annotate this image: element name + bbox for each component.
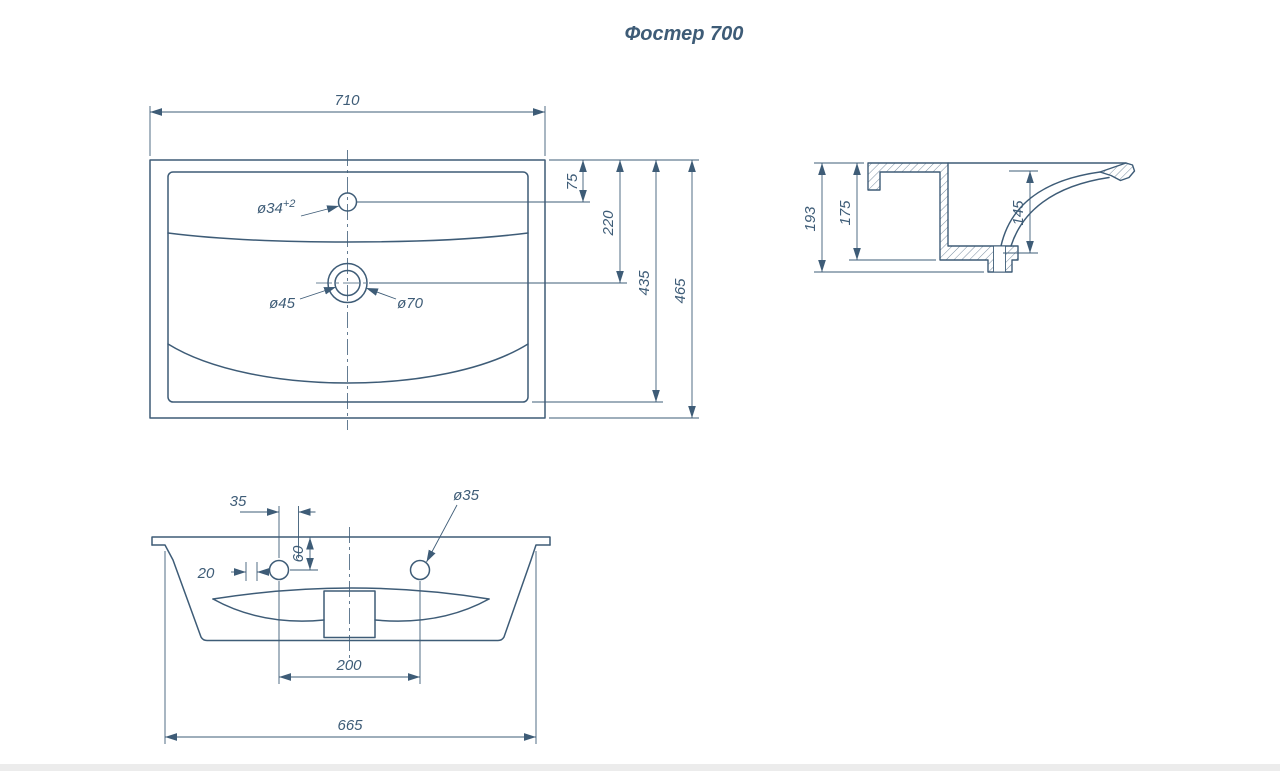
dim-60-label: 60 — [290, 545, 307, 562]
basin-wall-profile — [1010, 176, 1110, 247]
leader-line — [365, 287, 397, 300]
dim-20-label: 20 — [197, 565, 215, 582]
top-view: 710 75 220 435 465 ø34+2 — [149, 92, 699, 430]
dimension-435: 435 — [636, 160, 660, 402]
dim-75-label: 75 — [564, 173, 581, 190]
dimension-145: 145 — [1003, 170, 1038, 254]
leader-line — [426, 504, 458, 563]
dim-665-label: 665 — [337, 717, 363, 734]
drain-inner-label: ø45 — [269, 295, 296, 312]
dimension-220: 220 — [600, 160, 624, 283]
dim-220-label: 220 — [600, 210, 617, 237]
callout-drain-outer: ø70 — [365, 287, 424, 312]
faucet-dia-text: ø34 — [257, 200, 283, 217]
basin-bulge-right-curve — [374, 598, 490, 622]
page-edge — [0, 764, 1280, 771]
dim-175-label: 175 — [837, 200, 854, 226]
callout-fixing-hole: ø35 — [426, 487, 480, 563]
dim-435-label: 435 — [636, 270, 653, 296]
dimension-20: 20 — [197, 562, 269, 582]
drawing-title: Фостер 700 — [625, 23, 744, 45]
faucet-hole-label: ø34+2 — [257, 198, 295, 217]
faucet-tol-text: +2 — [283, 198, 296, 210]
body-outline — [151, 544, 551, 642]
dim-465-label: 465 — [672, 278, 689, 304]
dimension-60: 60 — [290, 537, 318, 571]
dimension-710: 710 — [149, 92, 546, 156]
dim-200-label: 200 — [335, 657, 362, 674]
dimension-200: 200 — [278, 581, 421, 684]
basin-back-curve — [167, 232, 529, 243]
front-view: 35 20 60 ø35 200 — [151, 487, 551, 744]
fixing-hole-left — [268, 559, 290, 581]
front-rim-lip — [1099, 162, 1136, 182]
dimension-175: 175 — [837, 163, 861, 260]
dim-193-label: 193 — [802, 206, 819, 232]
dim-35-label: 35 — [230, 493, 247, 510]
callout-drain-inner: ø45 — [269, 286, 337, 312]
basin-front-curve — [167, 343, 529, 384]
dim-710-label: 710 — [334, 92, 360, 109]
dimension-665: 665 — [164, 551, 537, 744]
sink-inner-rect — [167, 171, 529, 403]
drain-slot-gap — [993, 246, 1006, 273]
fixing-hole-right — [409, 559, 431, 581]
side-section-view: 193 175 145 — [802, 162, 1136, 273]
dimension-75: 75 — [564, 160, 587, 202]
fixing-hole-label: ø35 — [453, 487, 480, 504]
callout-faucet-hole: ø34+2 — [257, 198, 340, 217]
leader-line — [299, 286, 337, 300]
section-body — [867, 162, 1019, 273]
leader-line — [300, 205, 340, 217]
dimension-465: 465 — [672, 160, 696, 418]
basin-bulge-upper-curve — [212, 587, 490, 600]
basin-bulge-left-curve — [212, 598, 325, 622]
dimension-35: 35 — [230, 493, 316, 558]
rim-outline — [151, 536, 551, 546]
dimension-193: 193 — [802, 163, 826, 272]
drain-outer-label: ø70 — [397, 295, 424, 312]
dim-145-label: 145 — [1010, 200, 1027, 226]
